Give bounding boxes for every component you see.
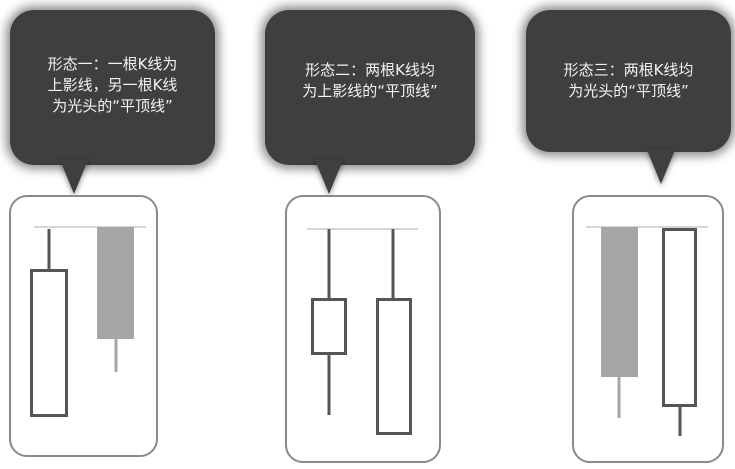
speech-bubble-2-tail — [315, 160, 343, 194]
caption-3: 形态三：两根K线均 为光头的“平顶线” — [526, 60, 731, 102]
caption-1: 形态一：一根K线为 上影线，另一根K线 为光头的“平顶线” — [10, 54, 215, 117]
caption-1-line-3: 为光头的“平顶线” — [52, 97, 173, 115]
hollow-candle-2a — [311, 298, 347, 355]
caption-2-line-1: 形态二：两根K线均 — [305, 61, 435, 79]
caption-2-line-2: 为上影线的“平顶线” — [302, 82, 438, 100]
filled-candle-3a — [601, 227, 638, 377]
speech-bubble-1-tail — [60, 160, 88, 194]
speech-bubble-1: 形态一：一根K线为 上影线，另一根K线 为光头的“平顶线” — [10, 10, 215, 165]
caption-1-line-1: 形态一：一根K线为 — [47, 55, 178, 73]
speech-bubble-2: 形态二：两根K线均 为上影线的“平顶线” — [265, 10, 475, 165]
caption-3-line-2: 为光头的“平顶线” — [568, 82, 689, 100]
hollow-candle-3b — [662, 228, 697, 407]
filled-candle-1b — [97, 227, 134, 339]
speech-bubble-3-tail — [647, 150, 675, 184]
caption-1-line-2: 上影线，另一根K线 — [47, 76, 178, 94]
hollow-candle-1a — [30, 269, 68, 417]
hollow-candle-2b — [376, 298, 412, 435]
speech-bubble-3: 形态三：两根K线均 为光头的“平顶线” — [526, 10, 731, 152]
caption-2: 形态二：两根K线均 为上影线的“平顶线” — [265, 60, 475, 102]
caption-3-line-1: 形态三：两根K线均 — [563, 61, 694, 79]
candle-panel-3 — [572, 195, 724, 463]
